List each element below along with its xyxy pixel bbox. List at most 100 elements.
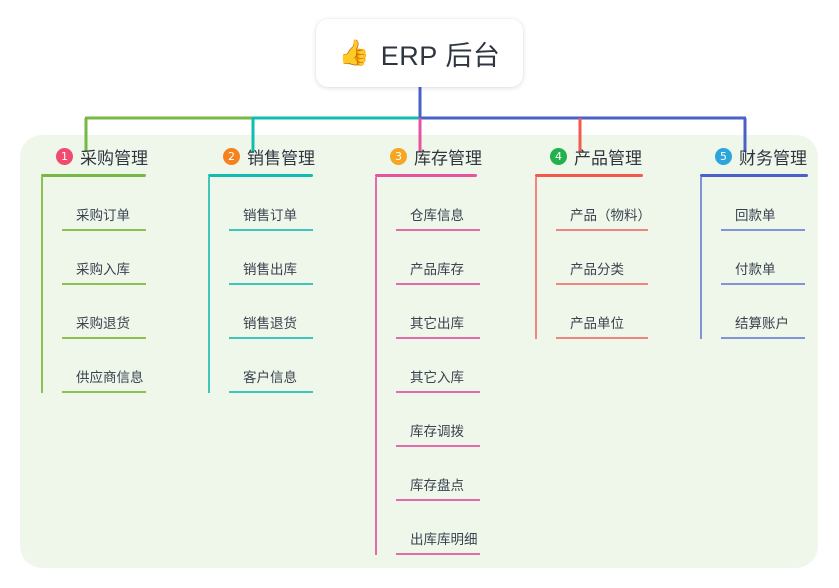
- branch-underline-2: [208, 174, 313, 177]
- leaf-item[interactable]: 供应商信息: [62, 339, 148, 393]
- branch-header-5[interactable]: 5 财务管理: [700, 143, 808, 169]
- leaf-label: 付款单: [735, 262, 776, 277]
- leaf-item[interactable]: 客户信息: [229, 339, 315, 393]
- leaf-underline: [556, 337, 648, 339]
- leaf-label: 其它入库: [410, 370, 464, 385]
- leaf-item[interactable]: 库存盘点: [396, 447, 482, 501]
- leaf-label: 产品单位: [570, 316, 624, 331]
- branch-underline-1: [41, 174, 146, 177]
- leaf-underline: [62, 283, 146, 285]
- branch-column-5: 5 财务管理回款单付款单结算账户: [700, 143, 808, 339]
- branch-leaf-list-1: 采购订单采购入库采购退货供应商信息: [41, 177, 148, 393]
- branch-underline-3: [375, 174, 477, 177]
- branch-leaf-list-3: 仓库信息产品库存其它出库其它入库库存调拨库存盘点出库库明细: [375, 177, 482, 555]
- branch-badge-3: 3: [390, 147, 407, 165]
- branch-column-3: 3 库存管理仓库信息产品库存其它出库其它入库库存调拨库存盘点出库库明细: [375, 143, 482, 555]
- leaf-item[interactable]: 结算账户: [721, 285, 808, 339]
- leaf-label: 销售订单: [243, 208, 297, 223]
- leaf-label: 产品库存: [410, 262, 464, 277]
- leaf-label: 采购入库: [76, 262, 130, 277]
- leaf-underline: [396, 283, 480, 285]
- branch-spine-1: [41, 177, 43, 393]
- thumbs-up-icon: 👍: [338, 38, 370, 67]
- branch-underline-5: [700, 174, 808, 177]
- leaf-label: 库存调拨: [410, 424, 464, 439]
- leaf-item[interactable]: 采购退货: [62, 285, 148, 339]
- leaf-underline: [229, 337, 313, 339]
- leaf-underline: [396, 337, 480, 339]
- leaf-item[interactable]: 采购订单: [62, 177, 148, 231]
- branch-column-1: 1 采购管理采购订单采购入库采购退货供应商信息: [41, 143, 148, 393]
- root-node[interactable]: 👍 ERP 后台: [316, 19, 523, 87]
- leaf-item[interactable]: 库存调拨: [396, 393, 482, 447]
- branch-column-2: 2 销售管理销售订单销售出库销售退货客户信息: [208, 143, 315, 393]
- branch-header-4[interactable]: 4 产品管理: [535, 143, 643, 169]
- branch-title-1: 采购管理: [80, 148, 148, 168]
- leaf-item[interactable]: 其它入库: [396, 339, 482, 393]
- leaf-label: 仓库信息: [410, 208, 464, 223]
- branch-title-5: 财务管理: [739, 148, 807, 168]
- leaf-item[interactable]: 回款单: [721, 177, 808, 231]
- leaf-item[interactable]: 采购入库: [62, 231, 148, 285]
- leaf-label: 采购订单: [76, 208, 130, 223]
- branch-column-4: 4 产品管理产品（物料） 产品分类产品单位: [535, 143, 651, 339]
- branch-header-1[interactable]: 1 采购管理: [41, 143, 148, 169]
- leaf-item[interactable]: 产品（物料）: [556, 177, 651, 231]
- leaf-item[interactable]: 产品分类: [556, 231, 648, 285]
- leaf-item[interactable]: 产品库存: [396, 231, 482, 285]
- branch-badge-1: 1: [56, 147, 73, 165]
- leaf-underline: [556, 283, 648, 285]
- leaf-underline: [62, 337, 146, 339]
- leaf-item[interactable]: 销售订单: [229, 177, 315, 231]
- leaf-underline: [229, 229, 313, 231]
- leaf-label: 结算账户: [735, 316, 789, 331]
- leaf-item[interactable]: 销售出库: [229, 231, 315, 285]
- leaf-underline: [396, 229, 480, 231]
- branch-leaf-list-5: 回款单付款单结算账户: [700, 177, 808, 339]
- branch-spine-2: [208, 177, 210, 393]
- branch-badge-2: 2: [223, 147, 240, 165]
- leaf-label: 产品分类: [570, 262, 624, 277]
- leaf-item[interactable]: 其它出库: [396, 285, 482, 339]
- branch-spine-4: [535, 177, 537, 339]
- leaf-item[interactable]: 付款单: [721, 231, 808, 285]
- leaf-underline: [721, 283, 805, 285]
- branch-header-2[interactable]: 2 销售管理: [208, 143, 315, 169]
- branch-badge-4: 4: [550, 147, 567, 165]
- branch-header-3[interactable]: 3 库存管理: [375, 143, 482, 169]
- branch-title-2: 销售管理: [247, 148, 315, 168]
- leaf-underline: [396, 499, 480, 501]
- leaf-label: 供应商信息: [76, 370, 144, 385]
- leaf-underline: [62, 391, 146, 393]
- leaf-item[interactable]: 产品单位: [556, 285, 648, 339]
- leaf-underline: [62, 229, 146, 231]
- diagram-panel: [20, 135, 818, 568]
- leaf-label: 库存盘点: [410, 478, 464, 493]
- leaf-label: 销售出库: [243, 262, 297, 277]
- branch-leaf-list-2: 销售订单销售出库销售退货客户信息: [208, 177, 315, 393]
- leaf-item[interactable]: 仓库信息: [396, 177, 482, 231]
- leaf-underline: [556, 229, 648, 231]
- leaf-underline: [396, 553, 480, 555]
- leaf-label: 其它出库: [410, 316, 464, 331]
- leaf-underline: [229, 391, 313, 393]
- leaf-underline: [396, 445, 480, 447]
- leaf-label: 采购退货: [76, 316, 130, 331]
- leaf-label: 销售退货: [243, 316, 297, 331]
- leaf-underline: [229, 283, 313, 285]
- leaf-label: 客户信息: [243, 370, 297, 385]
- leaf-underline: [721, 337, 805, 339]
- leaf-item[interactable]: 销售退货: [229, 285, 315, 339]
- branch-spine-3: [375, 177, 377, 555]
- leaf-item[interactable]: 出库库明细: [396, 501, 482, 555]
- branch-spine-5: [700, 177, 702, 339]
- leaf-underline: [721, 229, 805, 231]
- branch-leaf-list-4: 产品（物料） 产品分类产品单位: [535, 177, 651, 339]
- branch-badge-5: 5: [715, 147, 732, 165]
- branch-underline-4: [535, 174, 643, 177]
- branch-title-3: 库存管理: [414, 148, 482, 168]
- branch-title-4: 产品管理: [574, 148, 642, 168]
- leaf-label: 回款单: [735, 208, 776, 223]
- leaf-label: 产品（物料）: [570, 208, 651, 223]
